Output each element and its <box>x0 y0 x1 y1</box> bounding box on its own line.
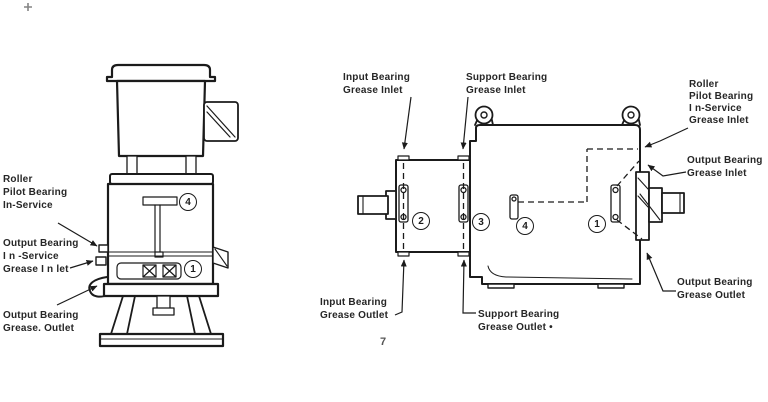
callout-right-2: 2 <box>412 212 430 230</box>
grease-port-tabs <box>397 155 470 257</box>
support-bracket <box>212 246 229 269</box>
base-flange <box>102 282 220 298</box>
left-leader-lines <box>56 222 98 306</box>
output-hatch <box>637 177 661 221</box>
lower-shaft <box>152 295 175 316</box>
label-support-grease-outlet: Support Bearing Grease Outlet • <box>478 309 560 333</box>
right-leader-lines <box>394 96 689 316</box>
left-machine-drawing <box>88 63 239 348</box>
callout-right-3: 3 <box>472 213 490 231</box>
housing-split-lines <box>107 251 214 257</box>
output-end <box>635 171 685 241</box>
housing-inner-bottom-line <box>487 265 633 280</box>
lifting-eye-left <box>474 105 494 126</box>
grease-fitting-4 <box>509 194 519 220</box>
fan-cover <box>105 63 217 83</box>
motor-body <box>115 79 207 158</box>
leader-input-inlet <box>401 96 412 150</box>
right-post <box>185 155 197 175</box>
label-left-output-inlet: Output Bearing I n -Service Grease I n l… <box>3 238 79 275</box>
input-shaft <box>357 190 397 220</box>
label-roller-pilot-grease-inlet: Roller Pilot Bearing I n-Service Grease … <box>689 79 754 126</box>
leader-support-outlet <box>460 259 476 314</box>
callout-left-4: 4 <box>179 193 197 211</box>
leader-support-inlet <box>460 96 469 150</box>
grease-inlet-nubs <box>95 244 109 266</box>
right-dashed-grease-lines <box>402 148 643 249</box>
foot-left <box>487 283 515 289</box>
page-number: 7 <box>380 336 387 348</box>
scan-artifact <box>24 3 32 11</box>
leader-output-inlet-right <box>647 164 687 177</box>
bottom-plate <box>98 332 225 348</box>
leader-output-outlet <box>56 285 98 306</box>
label-input-grease-inlet: Input Bearing Grease Inlet <box>343 72 411 96</box>
lifting-eye-right <box>621 105 641 126</box>
callout-left-1: 1 <box>184 260 202 278</box>
right-machine-drawing <box>357 105 685 289</box>
adapter-flange <box>109 173 214 185</box>
label-output-grease-outlet: Output Bearing Grease Outlet <box>677 277 753 301</box>
base-legs <box>110 295 212 335</box>
dashed-output-branch-lower <box>616 219 643 240</box>
leader-roller-pilot <box>57 222 98 247</box>
leader-output-outlet-right <box>646 252 676 292</box>
label-left-output-outlet: Output Bearing Grease. Outlet <box>3 310 79 334</box>
label-support-grease-inlet: Support Bearing Grease Inlet <box>466 72 548 96</box>
callout-right-4: 4 <box>516 217 534 235</box>
label-input-grease-outlet: Input Bearing Grease Outlet <box>320 297 389 321</box>
left-post <box>126 155 138 175</box>
leader-input-outlet <box>394 259 407 316</box>
dashed-pilot-line <box>518 148 638 203</box>
main-housing <box>469 124 641 285</box>
label-left-roller-pilot: Roller Pilot Bearing In-Service <box>3 174 68 211</box>
grease-fitting-1 <box>610 184 621 223</box>
callout-right-1: 1 <box>588 215 606 233</box>
leader-output-inlet <box>69 260 94 269</box>
label-output-grease-inlet: Output Bearing Grease Inlet <box>687 155 763 179</box>
dashed-output-branch-upper <box>616 160 640 187</box>
output-bearing-pipe <box>116 262 182 280</box>
leader-roller-pilot-inlet <box>644 127 689 148</box>
terminal-box <box>203 101 239 142</box>
foot-right <box>597 283 625 289</box>
dipstick <box>142 196 178 258</box>
